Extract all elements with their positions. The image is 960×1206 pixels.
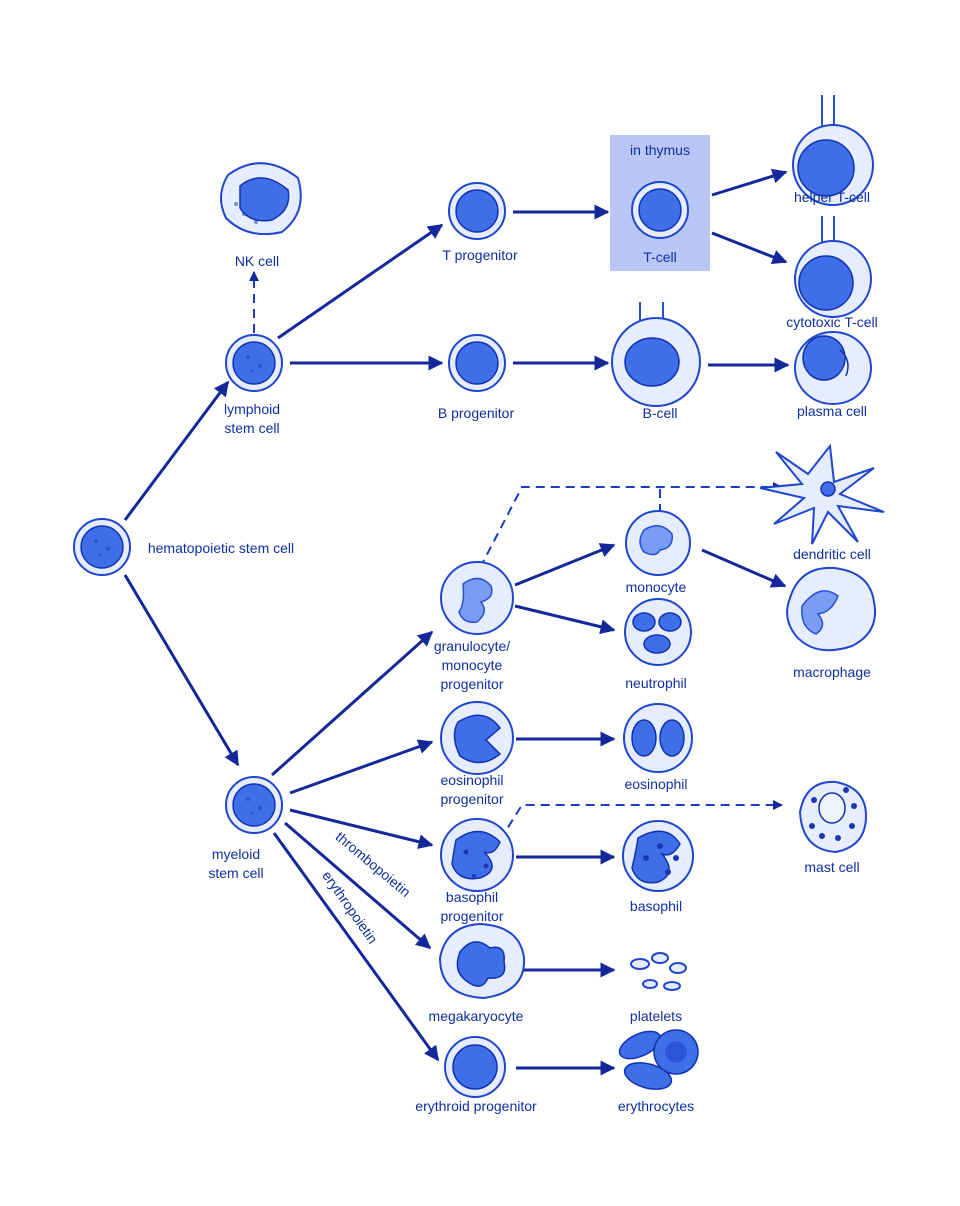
label-t-cell: T-cell bbox=[643, 249, 676, 265]
arrow-myeloid-erythroid bbox=[272, 832, 440, 1062]
cell-gm-progenitor bbox=[440, 561, 514, 635]
label-platelets: platelets bbox=[630, 1008, 682, 1024]
arrow-gm-monocyte bbox=[514, 543, 616, 587]
cell-erythroid-progenitor bbox=[444, 1036, 506, 1098]
label-myeloid-line1: myeloid bbox=[212, 846, 260, 862]
cell-eosinophil bbox=[623, 703, 693, 773]
cell-baso-progenitor bbox=[440, 818, 514, 892]
label-eos-line2: progenitor bbox=[440, 791, 503, 807]
label-mast: mast cell bbox=[804, 859, 859, 875]
cell-t-progenitor bbox=[448, 182, 506, 240]
label-baso-line2: progenitor bbox=[440, 908, 503, 924]
cell-basophil bbox=[622, 820, 694, 892]
arrow-hsc-lymphoid bbox=[123, 380, 230, 521]
label-erythroid-progenitor: erythroid progenitor bbox=[415, 1098, 537, 1114]
label-t-progenitor: T progenitor bbox=[442, 247, 518, 263]
label-neutrophil: neutrophil bbox=[625, 675, 687, 691]
label-gm-line1: granulocyte/ bbox=[434, 638, 510, 654]
cell-t bbox=[631, 181, 689, 239]
label-cytotoxic-t: cytotoxic T-cell bbox=[786, 314, 878, 330]
label-plasma: plasma cell bbox=[797, 403, 867, 419]
label-gm-line3: progenitor bbox=[440, 676, 503, 692]
label-myeloid-line2: stem cell bbox=[208, 865, 263, 881]
label-nk: NK cell bbox=[235, 253, 279, 269]
label-baso-line1: basophil bbox=[446, 889, 498, 905]
cell-cytotoxic-t bbox=[794, 216, 872, 318]
cell-megakaryocyte bbox=[438, 922, 526, 1000]
cell-plasma bbox=[794, 331, 872, 405]
label-gm-line2: monocyte bbox=[442, 657, 503, 673]
arrow-myeloid-megakaryocyte bbox=[284, 821, 432, 950]
label-b-progenitor: B progenitor bbox=[438, 405, 515, 421]
cell-dendritic bbox=[759, 443, 885, 545]
arrow-myeloid-basoprog bbox=[289, 808, 434, 850]
label-monocyte: monocyte bbox=[626, 579, 687, 595]
arrow-hsc-myeloid bbox=[123, 574, 240, 767]
label-b-cell: B-cell bbox=[642, 405, 677, 421]
label-megakaryocyte: megakaryocyte bbox=[429, 1008, 524, 1024]
arrow-tcell-helper bbox=[711, 168, 788, 197]
label-lymphoid-line1: lymphoid bbox=[224, 401, 280, 417]
label-hsc: hematopoietic stem cell bbox=[148, 540, 294, 556]
arrow-basoprog-mast bbox=[499, 800, 783, 841]
arrow-lymphoid-tprog bbox=[277, 223, 444, 340]
arrow-gm-dendritic bbox=[479, 482, 783, 569]
cell-nk bbox=[220, 162, 302, 236]
cell-neutrophil bbox=[624, 598, 692, 666]
cell-hsc bbox=[73, 518, 131, 576]
cell-mast bbox=[798, 780, 868, 854]
cell-myeloid-stem bbox=[225, 776, 283, 834]
arrow-monocyte-macrophage bbox=[701, 548, 787, 588]
cell-b bbox=[611, 302, 701, 407]
cell-platelets bbox=[630, 952, 687, 991]
arrow-myeloid-eosprog bbox=[289, 739, 434, 795]
label-eos-line1: eosinophil bbox=[440, 772, 503, 788]
thymus-label: in thymus bbox=[630, 142, 690, 158]
cell-erythrocytes bbox=[618, 1029, 699, 1090]
cell-lymphoid-stem bbox=[225, 334, 283, 392]
cell-b-progenitor bbox=[448, 334, 506, 392]
label-basophil: basophil bbox=[630, 898, 682, 914]
cell-monocyte bbox=[625, 510, 691, 576]
label-dendritic: dendritic cell bbox=[793, 546, 871, 562]
arrow-tcell-cytotoxic bbox=[711, 231, 788, 265]
cell-helper-t bbox=[792, 95, 874, 206]
arrows bbox=[123, 168, 790, 1076]
cell-macrophage bbox=[786, 566, 876, 652]
arrow-gm-neutrophil bbox=[514, 604, 616, 635]
cell-eos-progenitor bbox=[440, 701, 514, 775]
label-eosinophil: eosinophil bbox=[624, 776, 687, 792]
arrow-myeloid-gm bbox=[271, 630, 434, 777]
label-helper-t: helper T-cell bbox=[794, 189, 870, 205]
labels: hematopoietic stem cell lymphoid stem ce… bbox=[148, 189, 878, 1114]
label-macrophage: macrophage bbox=[793, 664, 871, 680]
label-erythrocytes: erythrocytes bbox=[618, 1098, 694, 1114]
label-lymphoid-line2: stem cell bbox=[224, 420, 279, 436]
